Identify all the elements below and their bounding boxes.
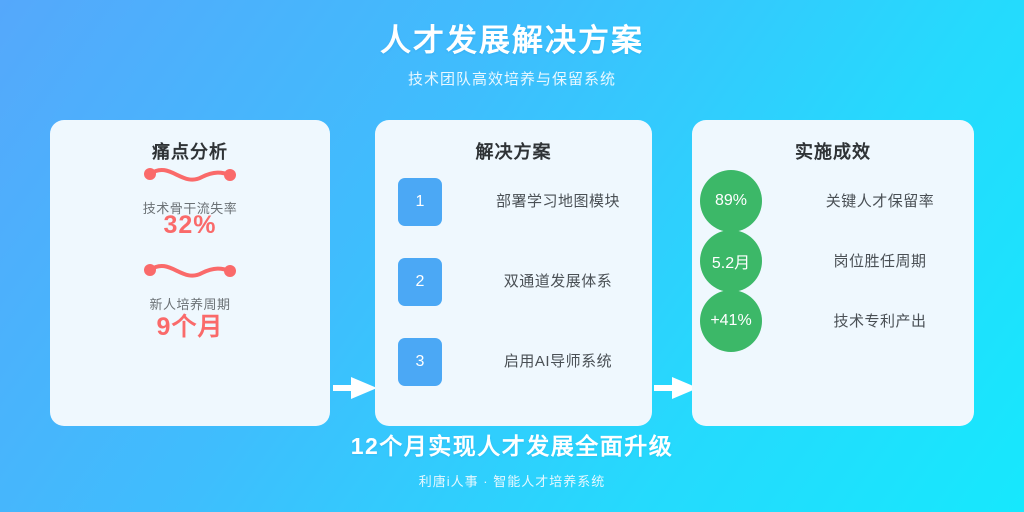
arrow-pain-to-solution-icon bbox=[333, 375, 379, 401]
result-metric-label: 技术专利产出 bbox=[833, 313, 927, 330]
pain-item: 技术骨干流失率 32% bbox=[50, 160, 330, 240]
card-pain-analysis: 痛点分析 技术骨干流失率 32% 新人培养周期 9个月 bbox=[50, 120, 330, 426]
result-list: 89% 关键人才保留率 5.2月 岗位胜任周期 +41% 技术专利产出 bbox=[692, 170, 974, 352]
solution-step-number: 1 bbox=[398, 178, 442, 226]
footer-brand: 利唐i人事 · 智能人才培养系统 bbox=[418, 474, 606, 489]
cards-row: 痛点分析 技术骨干流失率 32% 新人培养周期 9个月 bbox=[0, 120, 1024, 426]
footer-headline: 12个月实现人才发展全面升级 bbox=[350, 433, 674, 459]
list-item: 5.2月 岗位胜任周期 bbox=[692, 230, 974, 292]
card-solution: 解决方案 1 部署学习地图模块 2 双通道发展体系 3 启用AI导师系统 bbox=[375, 120, 652, 426]
result-metric-label: 关键人才保留率 bbox=[825, 193, 935, 210]
solution-step-number: 2 bbox=[398, 258, 442, 306]
pain-item-value: 32% bbox=[163, 211, 217, 239]
list-item: 2 双通道发展体系 bbox=[375, 258, 652, 318]
pain-item-label: 技术骨干流失率 bbox=[142, 201, 238, 216]
card-solution-title: 解决方案 bbox=[475, 142, 552, 162]
pain-item-label: 新人培养周期 bbox=[149, 297, 231, 312]
page-title: 人才发展解决方案 bbox=[380, 23, 644, 58]
result-metric-value: +41% bbox=[700, 290, 762, 352]
result-metric-value: 89% bbox=[700, 170, 762, 232]
pain-item-value: 9个月 bbox=[156, 313, 224, 341]
pain-item: 新人培养周期 9个月 bbox=[50, 256, 330, 343]
solution-step-text: 启用AI导师系统 bbox=[503, 353, 613, 370]
solution-step-text: 双通道发展体系 bbox=[503, 273, 613, 290]
solution-step-text: 部署学习地图模块 bbox=[495, 193, 620, 210]
card-pain-title: 痛点分析 bbox=[152, 142, 228, 162]
wave-curve-icon bbox=[50, 256, 330, 290]
list-item: 3 启用AI导师系统 bbox=[375, 338, 652, 398]
solution-step-number: 3 bbox=[398, 338, 442, 386]
list-item: 89% 关键人才保留率 bbox=[692, 170, 974, 232]
page-subtitle: 技术团队高效培养与保留系统 bbox=[407, 70, 616, 88]
card-result-title: 实施成效 bbox=[795, 142, 871, 162]
card-result: 实施成效 89% 关键人才保留率 5.2月 岗位胜任周期 +41% 技术专利产出 bbox=[692, 120, 974, 426]
list-item: +41% 技术专利产出 bbox=[692, 290, 974, 352]
list-item: 1 部署学习地图模块 bbox=[375, 178, 652, 238]
result-metric-value: 5.2月 bbox=[700, 230, 762, 292]
arrow-solution-to-result-icon bbox=[654, 375, 700, 401]
solution-list: 1 部署学习地图模块 2 双通道发展体系 3 启用AI导师系统 bbox=[375, 178, 652, 418]
header: 人才发展解决方案 技术团队高效培养与保留系统 bbox=[0, 22, 1024, 89]
footer: 12个月实现人才发展全面升级 利唐i人事 · 智能人才培养系统 bbox=[0, 427, 1024, 490]
result-metric-label: 岗位胜任周期 bbox=[833, 253, 927, 270]
wave-curve-icon bbox=[50, 160, 330, 194]
